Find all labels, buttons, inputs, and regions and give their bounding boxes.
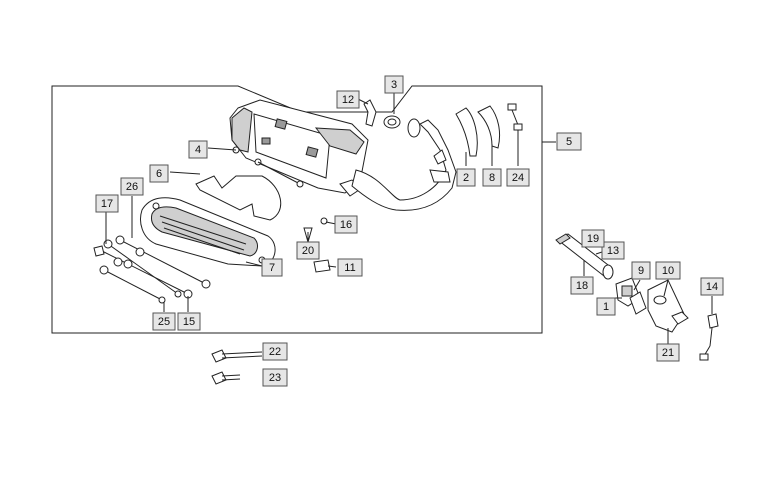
callout-18-label: 18: [576, 280, 588, 292]
callout-10-label: 10: [662, 265, 674, 277]
callout-20-label: 20: [302, 245, 314, 257]
callout-23-label: 23: [269, 372, 281, 384]
assembly-frame: [51, 85, 543, 334]
callout-17[interactable]: 17: [95, 194, 119, 213]
callout-2-label: 2: [463, 172, 469, 184]
callout-22-label: 22: [269, 346, 281, 358]
callout-9-label: 9: [638, 265, 644, 277]
callout-16-label: 16: [340, 219, 352, 231]
nut-16: [320, 217, 328, 225]
callout-15[interactable]: 15: [177, 312, 201, 331]
callout-3[interactable]: 3: [384, 75, 404, 94]
heat-shield-2: [455, 107, 478, 157]
valve-body: [647, 279, 689, 333]
callout-14-label: 14: [706, 281, 718, 293]
callout-22[interactable]: 22: [262, 342, 288, 361]
callout-25[interactable]: 25: [152, 312, 176, 331]
callout-11-label: 11: [344, 262, 355, 274]
bolt-24: [507, 103, 523, 131]
callout-19-label: 19: [587, 233, 599, 245]
callout-25-label: 25: [158, 316, 170, 328]
callout-5[interactable]: 5: [556, 132, 582, 151]
callout-9[interactable]: 9: [631, 261, 651, 280]
callout-5-label: 5: [566, 136, 572, 148]
nut-4c: [296, 180, 304, 188]
callout-13-label: 13: [607, 245, 619, 257]
muffler-cover: [140, 197, 276, 267]
callout-6-label: 6: [156, 168, 162, 180]
callout-1[interactable]: 1: [596, 297, 616, 316]
muffler-assembly: [229, 99, 369, 197]
callout-16[interactable]: 16: [334, 215, 358, 234]
callout-13[interactable]: 13: [601, 241, 625, 260]
callout-10[interactable]: 10: [655, 261, 681, 280]
callout-14[interactable]: 14: [700, 277, 724, 296]
callout-19[interactable]: 19: [581, 229, 605, 248]
callout-18[interactable]: 18: [570, 276, 594, 295]
sensor: [699, 313, 719, 361]
callout-4[interactable]: 4: [188, 140, 208, 159]
callout-12-label: 12: [342, 94, 354, 106]
callout-24-label: 24: [512, 172, 524, 184]
callout-23[interactable]: 23: [262, 368, 288, 387]
bolt-22: [211, 349, 263, 363]
callout-26-label: 26: [126, 181, 138, 193]
air-hose: [555, 233, 614, 280]
callout-20[interactable]: 20: [296, 241, 320, 260]
callout-21[interactable]: 21: [656, 343, 680, 362]
callout-8[interactable]: 8: [482, 168, 502, 187]
heat-shield-8: [477, 105, 501, 149]
callout-24[interactable]: 24: [506, 168, 530, 187]
clip-11: [313, 259, 331, 273]
callout-17-label: 17: [101, 198, 113, 210]
callout-3-label: 3: [391, 79, 397, 91]
callout-8-label: 8: [489, 172, 495, 184]
callout-1-label: 1: [603, 301, 609, 313]
callout-11[interactable]: 11: [337, 258, 363, 277]
callout-15-label: 15: [183, 316, 195, 328]
callout-2[interactable]: 2: [456, 168, 476, 187]
stud: [363, 99, 377, 127]
callout-6[interactable]: 6: [149, 164, 169, 183]
heat-guard-plate: [195, 175, 282, 221]
gasket: [383, 115, 401, 129]
callout-7-label: 7: [269, 262, 275, 274]
callout-7[interactable]: 7: [261, 258, 283, 277]
reed-valve-gasket: [629, 291, 647, 315]
exhaust-pipe: [351, 118, 457, 211]
callout-21-label: 21: [662, 347, 674, 359]
bolt-23: [211, 371, 241, 385]
callout-26[interactable]: 26: [120, 177, 144, 196]
callout-12[interactable]: 12: [336, 90, 360, 109]
callout-4-label: 4: [195, 144, 201, 156]
